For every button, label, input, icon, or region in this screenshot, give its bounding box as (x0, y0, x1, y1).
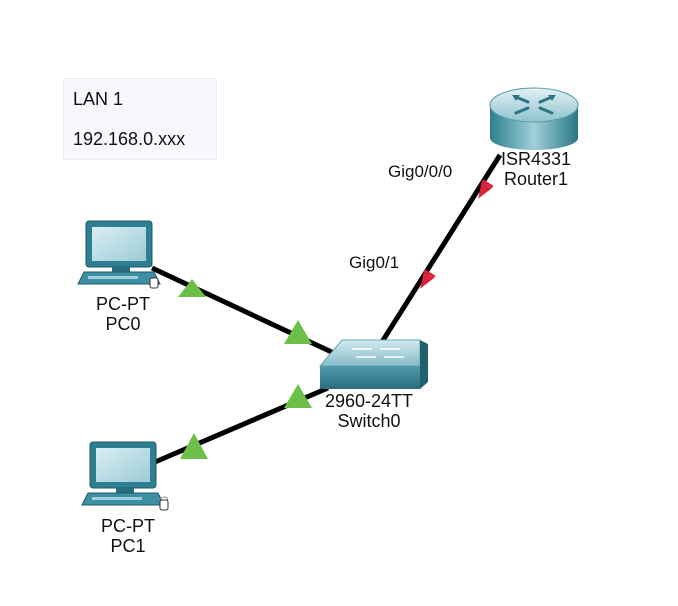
note-title: LAN 1 (73, 89, 124, 109)
router-icon[interactable] (489, 87, 579, 150)
pc0-model: PC-PT (96, 294, 150, 314)
link-router-switch[interactable] (377, 153, 503, 347)
link-status-up-icon (284, 320, 312, 344)
pc0-computer-icon[interactable] (77, 220, 161, 289)
pc0-label: PC-PT PC0 (96, 294, 150, 334)
note-subnet: 192.168.0.xxx (73, 129, 186, 149)
switch-icon[interactable] (318, 339, 428, 389)
link-status-down-icon (420, 269, 436, 289)
link-status-up-icon (178, 279, 206, 297)
link-status-up-icon (180, 433, 208, 459)
link-status-down-icon (478, 179, 494, 199)
pc1-name: PC1 (110, 536, 146, 556)
router-model: ISR4331 (500, 149, 572, 169)
link-status-up-icon (284, 384, 312, 408)
pc1-computer-icon[interactable] (81, 441, 169, 511)
router-name: Router1 (503, 169, 569, 189)
switch-name: Switch0 (337, 411, 401, 431)
lan-note[interactable]: LAN 1 192.168.0.xxx (63, 78, 217, 160)
router-label: ISR4331 Router1 (501, 149, 571, 189)
switch-model: 2960-24TT (324, 391, 414, 411)
switch-label: 2960-24TT Switch0 (325, 391, 413, 431)
switch-port-label: Gig0/1 (349, 253, 400, 272)
pc1-model: PC-PT (101, 516, 155, 536)
pc0-name: PC0 (105, 314, 141, 334)
pc1-label: PC-PT PC1 (101, 516, 155, 556)
router-port-label: Gig0/0/0 (388, 162, 453, 181)
